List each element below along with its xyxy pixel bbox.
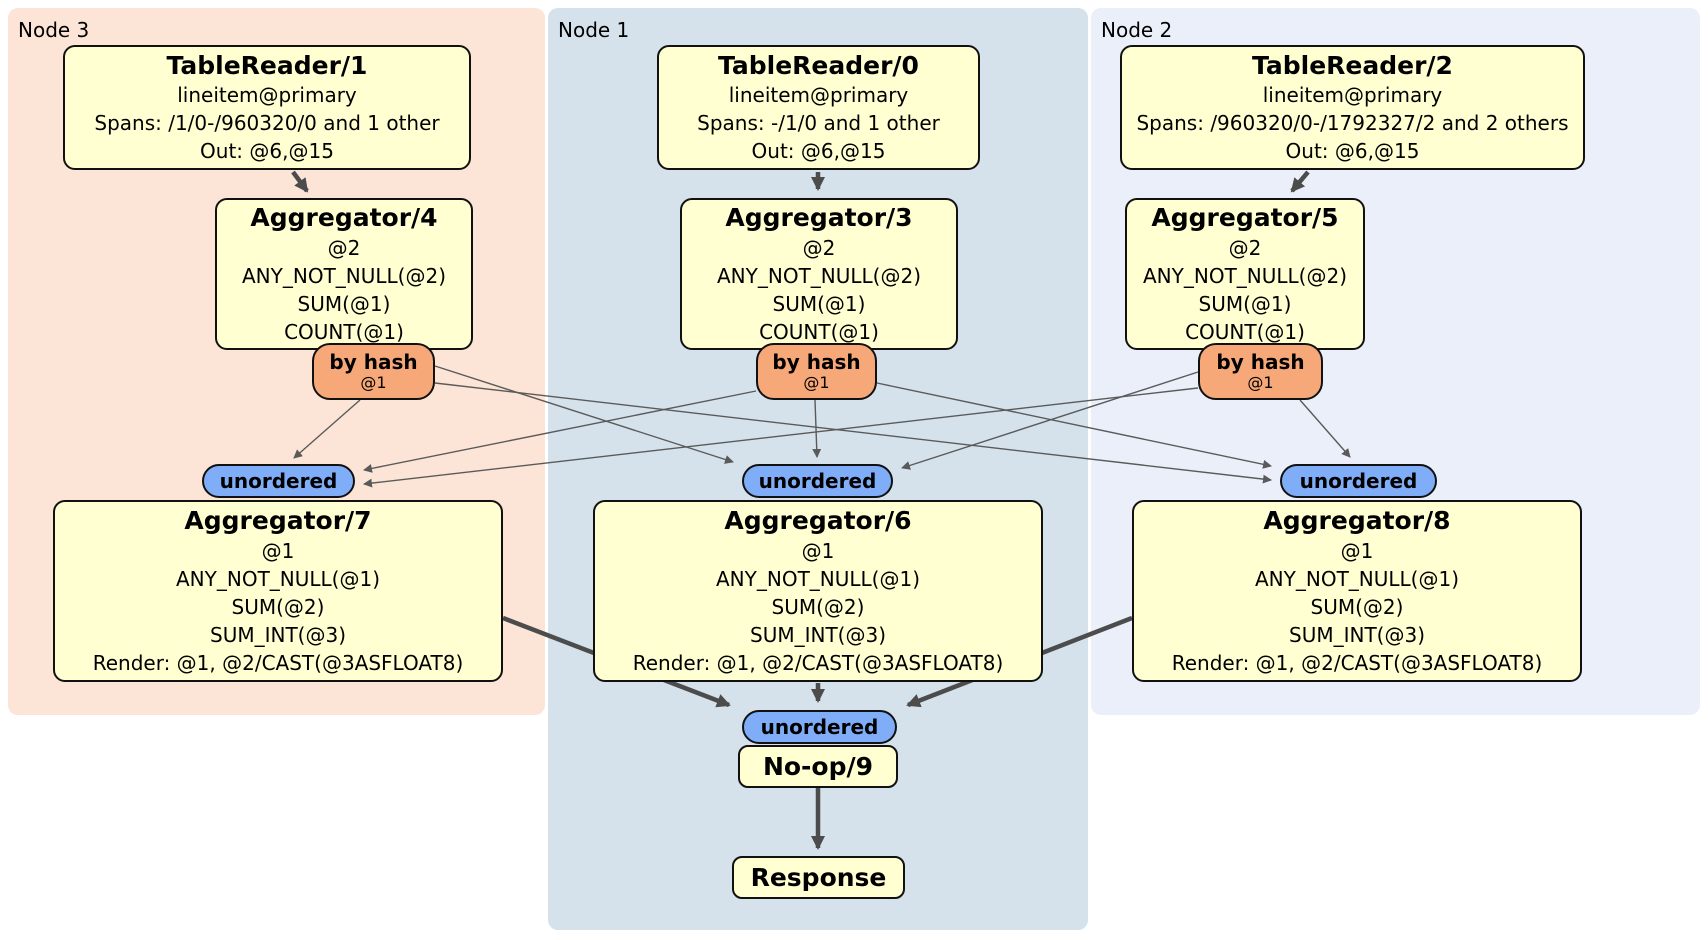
hash-router-node2: by hash @1 <box>1198 343 1323 400</box>
unordered-sync-node1: unordered <box>742 464 893 498</box>
aggregator-8-fn: SUM_INT(@3) <box>1289 622 1425 647</box>
aggregator-3-groupcols: @2 <box>802 235 836 260</box>
edge-router3-sync6 <box>812 399 822 458</box>
unordered-sync-node3: unordered <box>202 464 355 498</box>
tablereader-0-box: TableReader/0 lineitem@primary Spans: -/… <box>657 45 980 170</box>
response-title: Response <box>750 862 887 892</box>
aggregator-7-render: Render: @1, @2/CAST(@3ASFLOAT8) <box>92 650 464 675</box>
aggregator-3-fn: ANY_NOT_NULL(@2) <box>717 263 921 288</box>
noop-9-title: No-op/9 <box>762 751 874 781</box>
tablereader-2-title: TableReader/2 <box>1252 50 1453 80</box>
edge-router5-sync6 <box>901 371 1199 470</box>
tablereader-2-index: lineitem@primary <box>1262 83 1443 108</box>
edge-router5-sync8 <box>1299 399 1351 458</box>
hash-router-node3: by hash @1 <box>312 343 435 400</box>
edge-router4-sync8 <box>434 382 1272 484</box>
hash-router-columns: @1 <box>1247 373 1274 393</box>
aggregator-3-fn: COUNT(@1) <box>759 319 879 344</box>
unordered-sync-node2: unordered <box>1280 464 1437 498</box>
aggregator-7-box: Aggregator/7 @1 ANY_NOT_NULL(@1) SUM(@2)… <box>53 500 503 682</box>
aggregator-5-fn: COUNT(@1) <box>1185 319 1305 344</box>
aggregator-8-title: Aggregator/8 <box>1263 506 1451 536</box>
aggregator-4-groupcols: @2 <box>327 235 361 260</box>
aggregator-8-fn: SUM(@2) <box>1310 594 1404 619</box>
tablereader-2-box: TableReader/2 lineitem@primary Spans: /9… <box>1120 45 1585 170</box>
aggregator-4-fn: ANY_NOT_NULL(@2) <box>242 263 446 288</box>
aggregator-6-fn: SUM_INT(@3) <box>750 622 886 647</box>
aggregator-4-box: Aggregator/4 @2 ANY_NOT_NULL(@2) SUM(@1)… <box>215 198 473 350</box>
unordered-sync-label: unordered <box>1299 469 1418 493</box>
noop-9-box: No-op/9 <box>738 745 898 788</box>
tablereader-1-index: lineitem@primary <box>177 83 357 108</box>
aggregator-7-fn: SUM_INT(@3) <box>210 622 346 647</box>
aggregator-3-box: Aggregator/3 @2 ANY_NOT_NULL(@2) SUM(@1)… <box>680 198 958 350</box>
aggregator-6-groupcols: @1 <box>801 538 835 563</box>
aggregator-5-fn: SUM(@1) <box>1198 291 1292 316</box>
hash-router-columns: @1 <box>803 373 830 393</box>
tablereader-0-out: Out: @6,@15 <box>751 139 886 164</box>
tablereader-0-index: lineitem@primary <box>728 83 909 108</box>
aggregator-7-fn: ANY_NOT_NULL(@1) <box>176 566 380 591</box>
edge-tr2-agg5 <box>1290 170 1310 193</box>
response-box: Response <box>732 856 905 899</box>
tablereader-1-title: TableReader/1 <box>166 50 368 80</box>
unordered-sync-label: unordered <box>219 469 338 493</box>
aggregator-4-fn: SUM(@1) <box>297 291 391 316</box>
aggregator-3-fn: SUM(@1) <box>772 291 866 316</box>
aggregator-6-fn: ANY_NOT_NULL(@1) <box>716 566 920 591</box>
unordered-sync-final: unordered <box>742 710 897 744</box>
edge-router4-sync7 <box>293 399 361 459</box>
tablereader-2-out: Out: @6,@15 <box>1285 139 1420 164</box>
tablereader-2-spans: Spans: /960320/0-/1792327/2 and 2 others <box>1136 111 1569 136</box>
aggregator-3-title: Aggregator/3 <box>725 203 913 233</box>
tablereader-1-box: TableReader/1 lineitem@primary Spans: /1… <box>63 45 471 170</box>
aggregator-6-box: Aggregator/6 @1 ANY_NOT_NULL(@1) SUM(@2)… <box>593 500 1043 682</box>
aggregator-5-groupcols: @2 <box>1228 235 1262 260</box>
aggregator-8-fn: ANY_NOT_NULL(@1) <box>1255 566 1459 591</box>
aggregator-8-box: Aggregator/8 @1 ANY_NOT_NULL(@1) SUM(@2)… <box>1132 500 1582 682</box>
unordered-sync-label: unordered <box>760 715 879 739</box>
hash-router-label: by hash <box>772 350 861 375</box>
aggregator-7-fn: SUM(@2) <box>231 594 325 619</box>
tablereader-0-title: TableReader/0 <box>718 50 919 80</box>
edge-router3-sync8 <box>876 382 1272 469</box>
tablereader-0-spans: Spans: -/1/0 and 1 other <box>697 111 940 136</box>
aggregator-5-box: Aggregator/5 @2 ANY_NOT_NULL(@2) SUM(@1)… <box>1125 198 1365 350</box>
unordered-sync-label: unordered <box>758 469 877 493</box>
hash-router-label: by hash <box>329 350 418 375</box>
hash-router-label: by hash <box>1216 350 1305 375</box>
node2-region-label: Node 2 <box>1101 18 1173 42</box>
edge-router5-sync7 <box>363 387 1199 488</box>
aggregator-8-render: Render: @1, @2/CAST(@3ASFLOAT8) <box>1171 650 1543 675</box>
edge-tr1-agg4 <box>291 170 309 193</box>
aggregator-6-title: Aggregator/6 <box>724 506 912 536</box>
aggregator-8-groupcols: @1 <box>1340 538 1374 563</box>
tablereader-1-out: Out: @6,@15 <box>200 139 334 164</box>
edge-router4-sync6 <box>434 365 734 464</box>
aggregator-7-groupcols: @1 <box>261 538 295 563</box>
aggregator-5-fn: ANY_NOT_NULL(@2) <box>1143 263 1347 288</box>
node3-region-label: Node 3 <box>18 18 90 42</box>
aggregator-6-fn: SUM(@2) <box>771 594 865 619</box>
tablereader-1-spans: Spans: /1/0-/960320/0 and 1 other <box>94 111 440 136</box>
node1-region-label: Node 1 <box>558 18 630 42</box>
aggregator-4-title: Aggregator/4 <box>250 203 438 233</box>
aggregator-4-fn: COUNT(@1) <box>284 319 404 344</box>
hash-router-columns: @1 <box>360 373 387 393</box>
aggregator-6-render: Render: @1, @2/CAST(@3ASFLOAT8) <box>632 650 1004 675</box>
hash-router-node1: by hash @1 <box>756 343 877 400</box>
edge-router3-sync7 <box>363 390 757 473</box>
aggregator-7-title: Aggregator/7 <box>184 506 372 536</box>
aggregator-5-title: Aggregator/5 <box>1151 203 1339 233</box>
